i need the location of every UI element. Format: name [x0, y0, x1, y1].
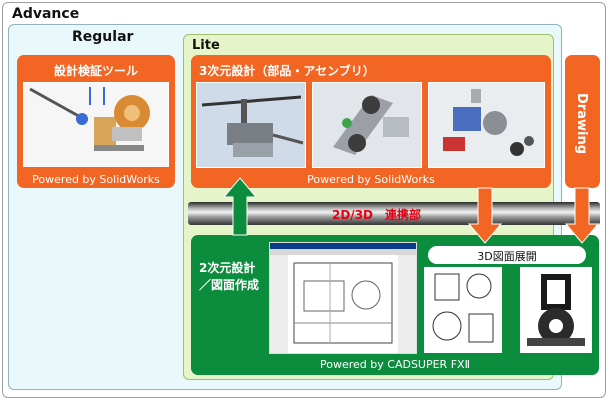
arrow-2d-to-3d: [224, 178, 256, 235]
arrow-3d-to-expand: [469, 188, 501, 243]
arrow-drawing-to-expand: [566, 188, 598, 243]
